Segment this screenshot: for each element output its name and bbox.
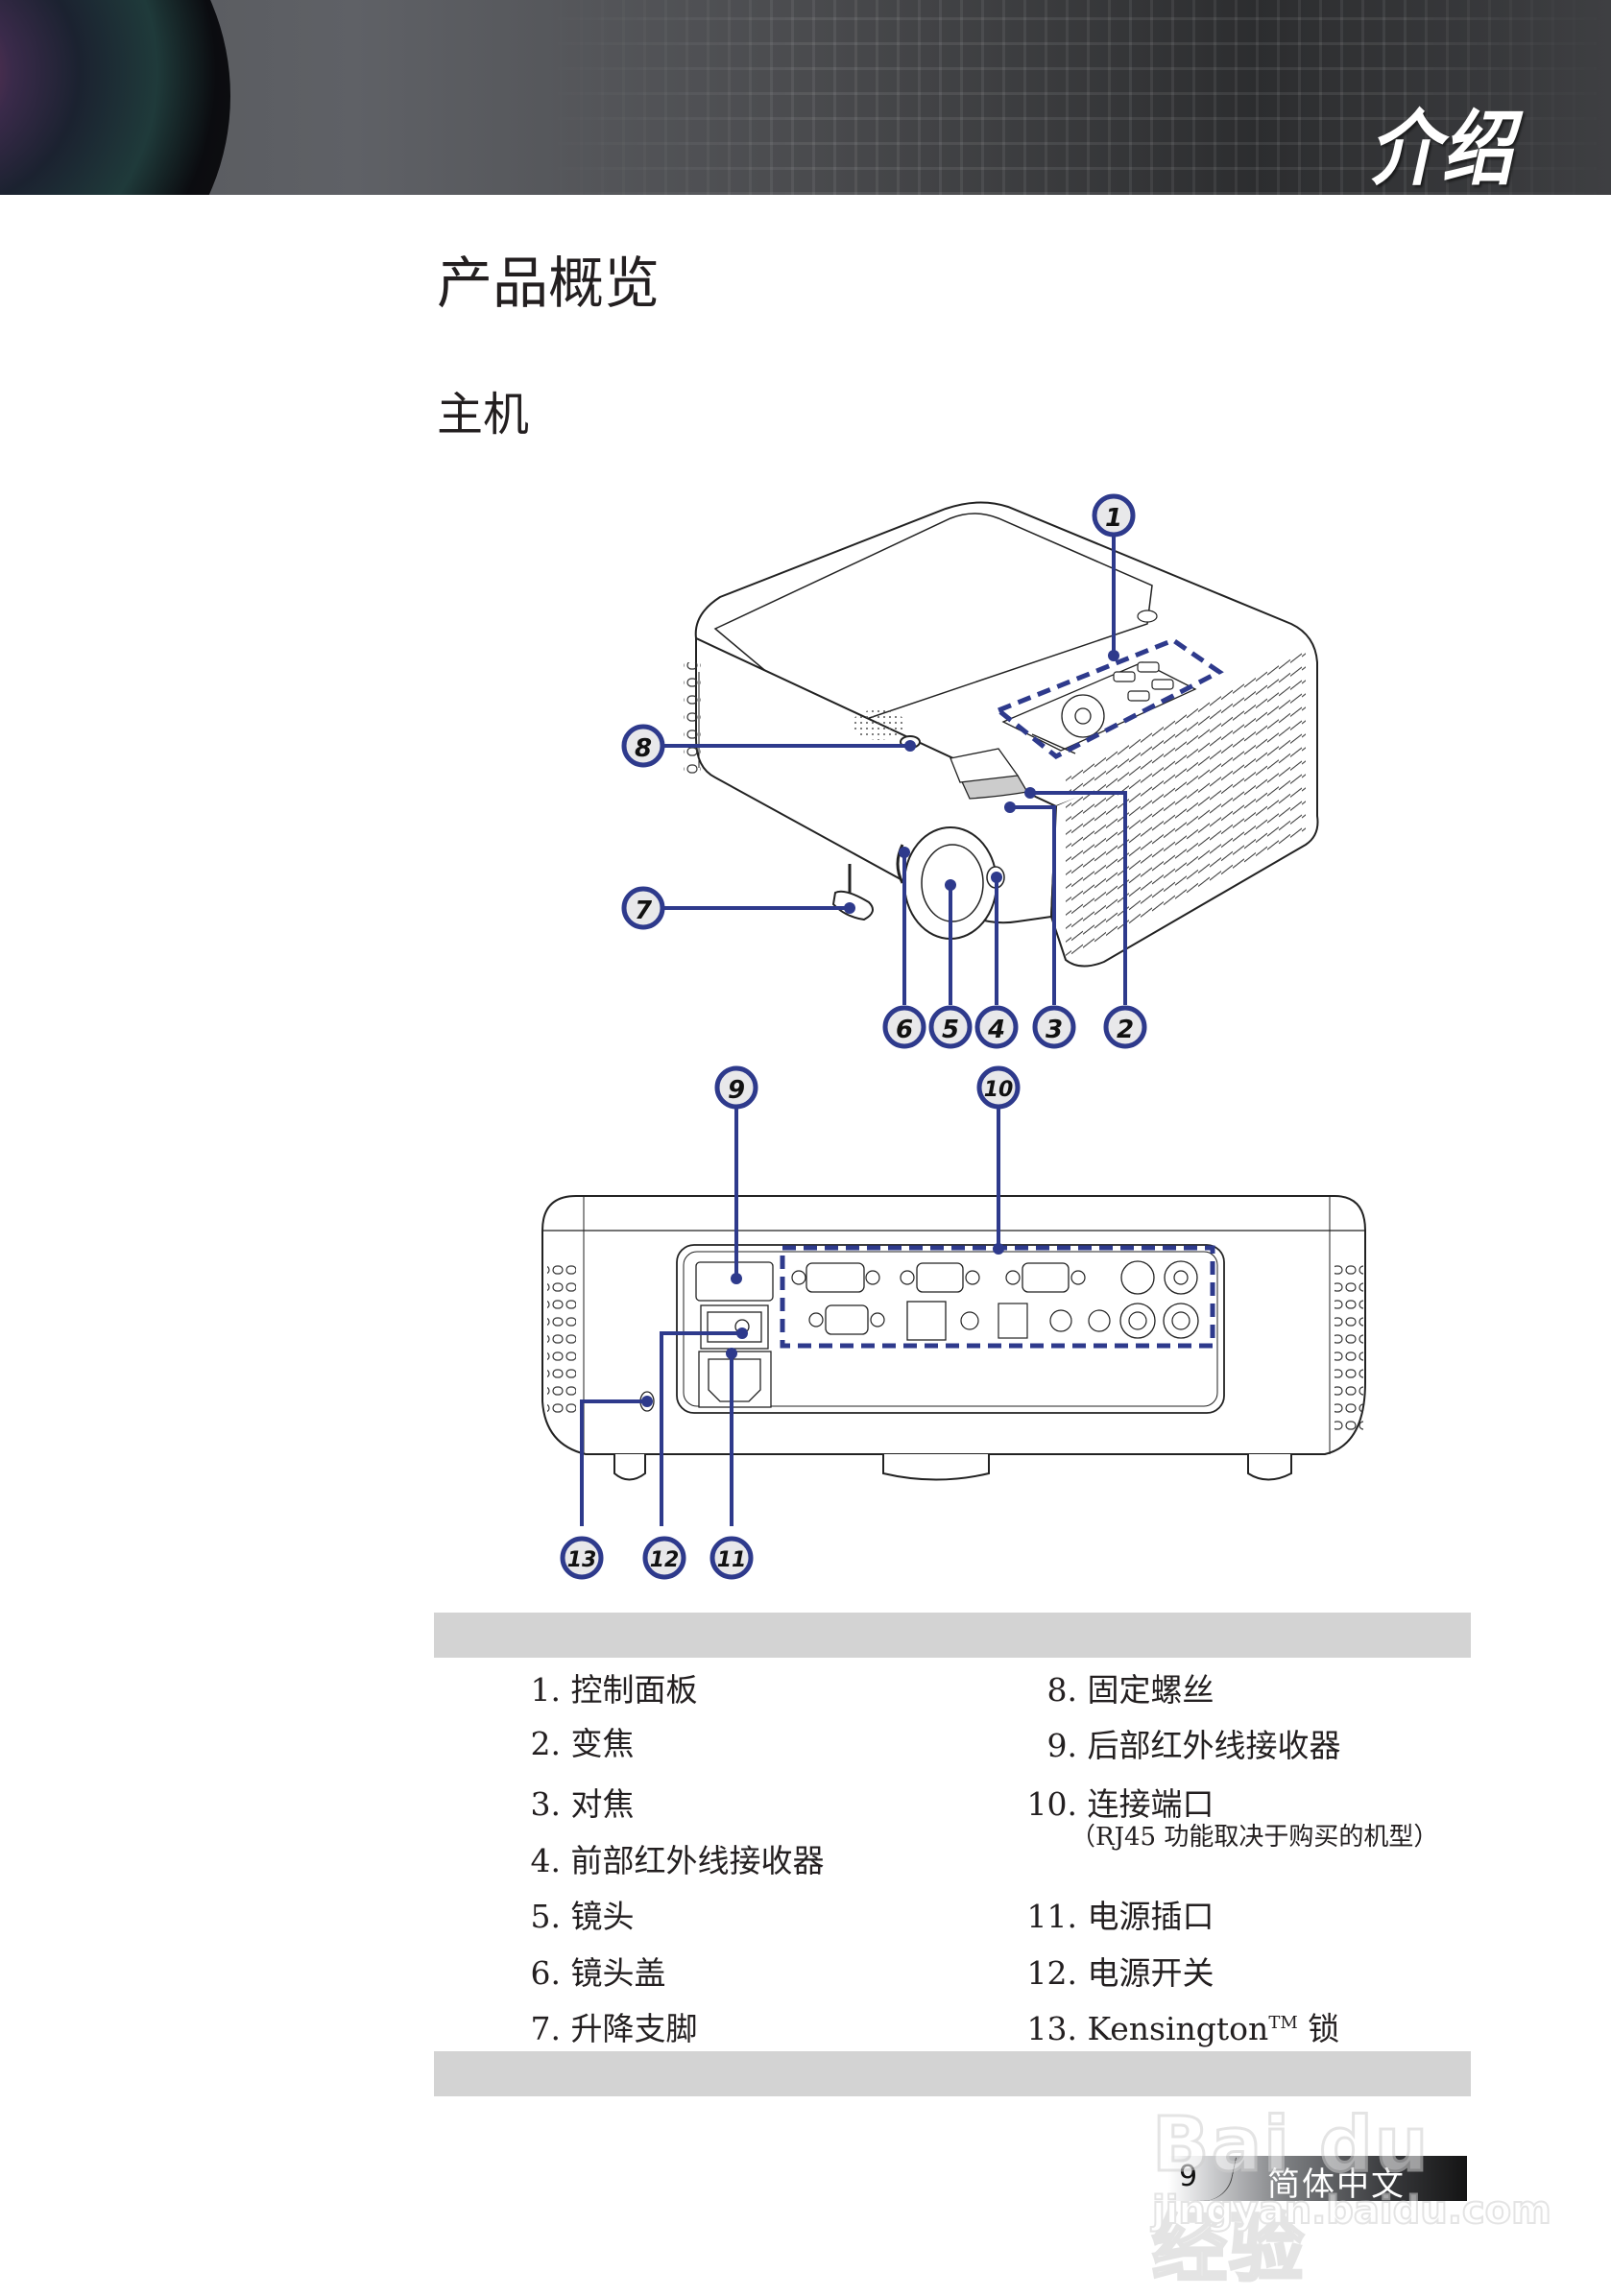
page-divider-curve bbox=[1196, 2151, 1238, 2207]
legend-item-12: 12. 电源开关 bbox=[1026, 1954, 1214, 1992]
legend-item-4: 4. 前部红外线接收器 bbox=[530, 1842, 825, 1879]
svg-text:4: 4 bbox=[987, 1016, 1005, 1044]
lens-image bbox=[0, 0, 230, 195]
svg-text:1: 1 bbox=[1105, 504, 1122, 533]
callout-badge-4: 4 bbox=[974, 1005, 1019, 1049]
svg-text:6: 6 bbox=[896, 1016, 913, 1044]
svg-text:2: 2 bbox=[1117, 1016, 1134, 1044]
callout-badge-6: 6 bbox=[882, 1005, 926, 1049]
svg-text:7: 7 bbox=[635, 897, 653, 925]
banner-grid-texture bbox=[538, 0, 1611, 195]
legend-item-13: 13. KensingtonTM 锁 bbox=[1026, 2010, 1340, 2047]
callout-dots bbox=[641, 650, 1119, 1407]
legend-item-10: 10. 连接端口 bbox=[1026, 1785, 1214, 1823]
legend-item-5: 5. 镜头 bbox=[530, 1898, 635, 1935]
legend-footer-bar bbox=[434, 2051, 1471, 2096]
svg-text:11: 11 bbox=[717, 1548, 747, 1572]
projector-rear-view bbox=[541, 1195, 1366, 1481]
header-banner: 介绍 bbox=[0, 0, 1611, 195]
callout-badge-13: 13 bbox=[560, 1536, 604, 1580]
callout-badge-10: 10 bbox=[976, 1065, 1021, 1110]
callout-badge-3: 3 bbox=[1032, 1005, 1076, 1049]
legend-item-9: 9. 后部红外线接收器 bbox=[1046, 1727, 1341, 1764]
callout-leaders bbox=[580, 535, 1127, 1526]
legend-item-6: 6. 镜头盖 bbox=[530, 1954, 666, 1992]
projector-front-view bbox=[684, 501, 1319, 968]
page-title: 产品概览 bbox=[437, 251, 661, 316]
svg-text:8: 8 bbox=[635, 734, 652, 763]
callout-badge-11: 11 bbox=[709, 1536, 754, 1580]
page-footer: 9 简体中文 bbox=[1142, 2151, 1467, 2207]
page-number: 9 bbox=[1179, 2160, 1198, 2193]
section-subtitle: 主机 bbox=[437, 388, 530, 442]
legend-item-2: 2. 变焦 bbox=[530, 1725, 635, 1762]
callout-badge-2: 2 bbox=[1103, 1005, 1147, 1049]
chapter-title: 介绍 bbox=[1369, 102, 1515, 195]
callout-badge-5: 5 bbox=[928, 1005, 973, 1049]
language-label: 简体中文 bbox=[1267, 2165, 1406, 2204]
legend-item-10-note: （RJ45 功能取决于购买的机型） bbox=[1070, 1823, 1439, 1852]
svg-text:5: 5 bbox=[942, 1016, 959, 1044]
legend-item-1: 1. 控制面板 bbox=[530, 1671, 698, 1709]
legend-item-8: 8. 固定螺丝 bbox=[1046, 1671, 1214, 1709]
callout-badge-12: 12 bbox=[642, 1536, 686, 1580]
legend-item-7: 7. 升降支脚 bbox=[530, 2010, 698, 2047]
svg-text:12: 12 bbox=[650, 1548, 680, 1572]
callout-badge-8: 8 bbox=[621, 724, 665, 768]
callout-badge-1: 1 bbox=[1092, 493, 1136, 538]
svg-text:3: 3 bbox=[1046, 1016, 1063, 1044]
legend-item-11: 11. 电源插口 bbox=[1026, 1898, 1214, 1935]
svg-text:13: 13 bbox=[567, 1548, 597, 1572]
svg-text:9: 9 bbox=[728, 1076, 745, 1105]
callout-badge-9: 9 bbox=[714, 1065, 758, 1110]
legend-item-3: 3. 对焦 bbox=[530, 1785, 635, 1823]
svg-text:10: 10 bbox=[984, 1078, 1014, 1102]
callout-badge-7: 7 bbox=[621, 886, 665, 930]
legend-header-bar bbox=[434, 1613, 1471, 1658]
